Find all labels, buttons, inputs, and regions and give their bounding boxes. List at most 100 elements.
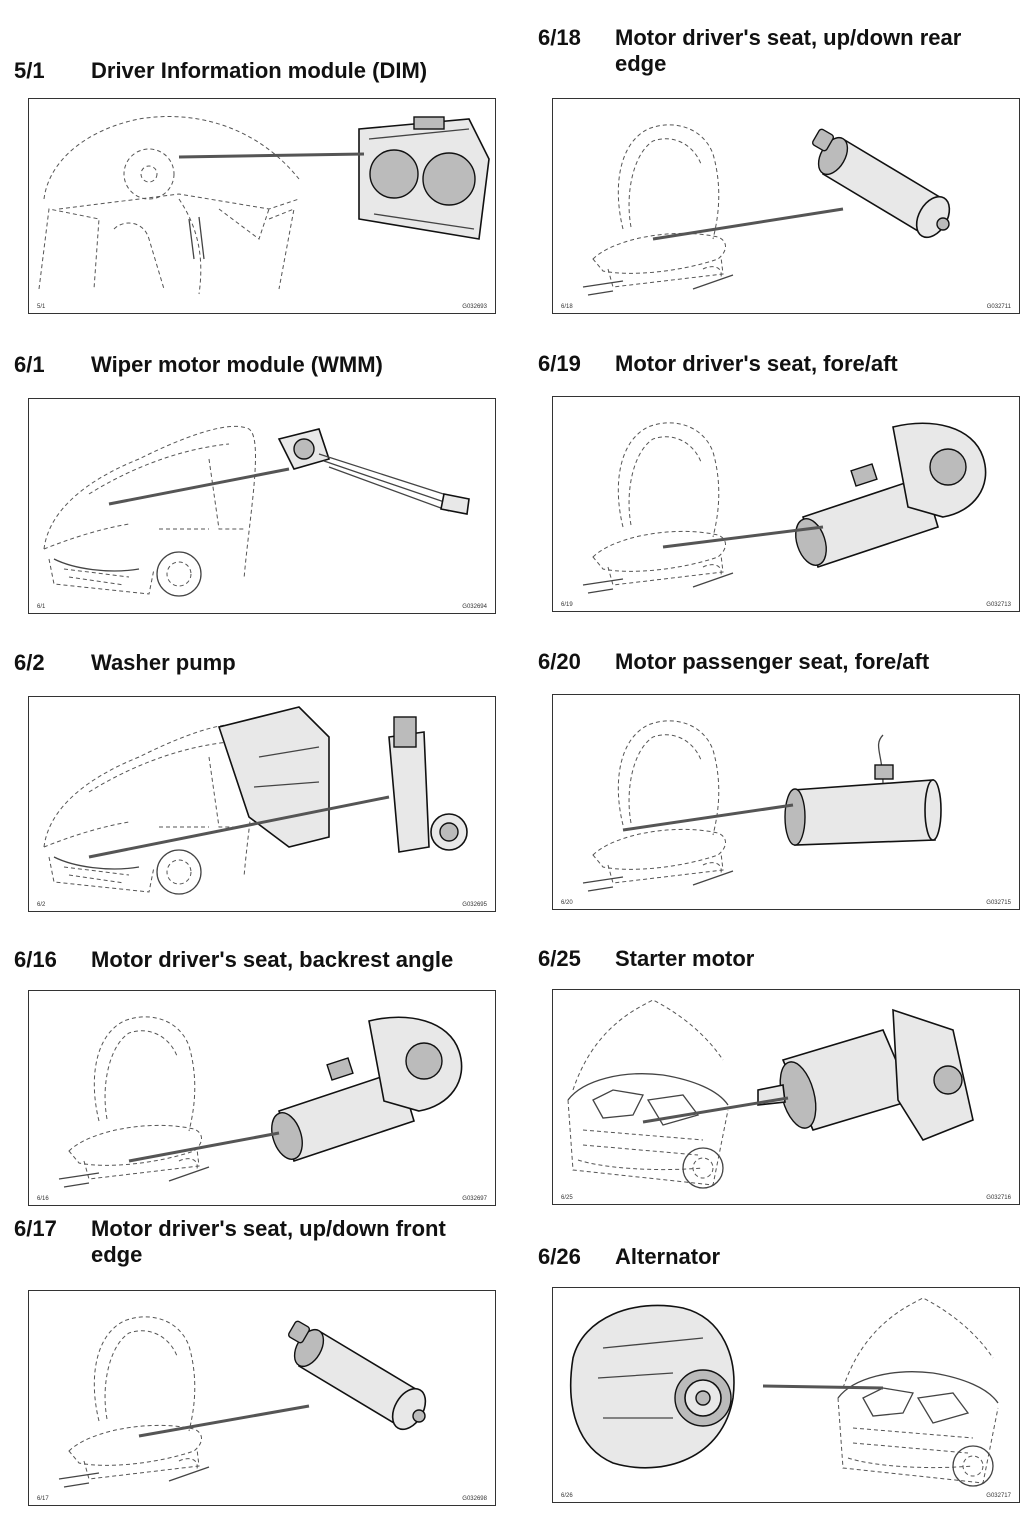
illustration-starter-motor: 6/25 G032716	[552, 989, 1020, 1205]
line-drawing	[567, 999, 974, 1189]
entry-number: 6/26	[538, 1244, 581, 1269]
illustration-backrest-motor: 6/16 G032697	[28, 990, 496, 1206]
figure-reference: 6/18	[561, 304, 573, 310]
entry-heading: 6/16 Motor driver's seat, backrest angle	[14, 947, 484, 1017]
figure-code: G032716	[986, 1195, 1011, 1201]
cylinder-part	[811, 128, 951, 239]
line-drawing	[58, 1016, 463, 1188]
line-drawing	[582, 124, 951, 296]
callout-line	[622, 803, 794, 832]
entry-6-18: 6/18 Motor driver's seat, up/down rear e…	[538, 25, 1020, 314]
cylinder-part	[287, 1320, 427, 1431]
illustration-passenger-motor: 6/20 G032715	[552, 694, 1020, 910]
figure-code: G032715	[986, 900, 1011, 906]
figure-reference: 5/1	[37, 304, 46, 310]
entry-heading: 6/25 Starter motor	[538, 946, 1008, 1016]
entry-6-19: 6/19 Motor driver's seat, fore/aft 6/19 …	[538, 351, 1020, 612]
engine-bay-outline	[567, 999, 729, 1189]
entry-6-20: 6/20 Motor passenger seat, fore/aft 6/20…	[538, 649, 1020, 910]
callout-line	[178, 152, 365, 159]
entry-heading: 6/19 Motor driver's seat, fore/aft	[538, 351, 1008, 421]
entry-heading: 6/26 Alternator	[538, 1244, 1008, 1314]
wiper-linkage-part	[277, 428, 470, 515]
entry-heading: 6/1 Wiper motor module (WMM)	[14, 352, 484, 422]
entry-heading: 6/17 Motor driver's seat, up/down front …	[14, 1216, 484, 1286]
figure-code: G032695	[462, 902, 487, 908]
callout-line	[652, 207, 844, 241]
figure-reference: 6/26	[561, 1493, 573, 1499]
entry-heading: 6/2 Washer pump	[14, 650, 484, 720]
entry-title: Motor passenger seat, fore/aft	[615, 649, 930, 674]
illustration-front-edge-motor: 6/17 G032698	[28, 1290, 496, 1506]
illustration-alternator: 6/26 G032717	[552, 1287, 1020, 1503]
figure-code: G032693	[462, 304, 487, 310]
interior-outline	[38, 116, 300, 295]
entry-6-25: 6/25 Starter motor 6/25 G032716	[538, 946, 1020, 1205]
line-drawing	[582, 422, 987, 594]
line-drawing	[58, 1316, 427, 1488]
entry-number: 6/1	[14, 352, 45, 377]
figure-code: G032698	[462, 1496, 487, 1502]
figure-code: G032711	[986, 304, 1011, 310]
entry-title: Washer pump	[91, 650, 236, 675]
entry-title: Alternator	[615, 1244, 721, 1269]
illustration-rear-edge-motor: 6/18 G032711	[552, 98, 1020, 314]
entry-title: Motor driver's seat, up/down front edge	[91, 1216, 446, 1267]
callout-line	[138, 1404, 310, 1438]
figure-reference: 6/1	[37, 604, 46, 610]
entry-number: 6/2	[14, 650, 45, 675]
illustration-fore-aft-motor: 6/19 G032713	[552, 396, 1020, 612]
illustration-wmm: 6/1 G032694	[28, 398, 496, 614]
entry-title: Wiper motor module (WMM)	[91, 352, 383, 377]
figure-reference: 6/2	[37, 902, 46, 908]
entry-title: Motor driver's seat, up/down rear edge	[615, 25, 962, 76]
line-drawing	[582, 720, 942, 892]
figure-reference: 6/20	[561, 900, 573, 906]
entry-number: 6/18	[538, 25, 581, 50]
figure-reference: 6/17	[37, 1496, 49, 1502]
seat-outline	[582, 422, 734, 594]
callout-line	[108, 467, 290, 506]
entry-6-17: 6/17 Motor driver's seat, up/down front …	[14, 1216, 496, 1506]
entry-number: 6/25	[538, 946, 581, 971]
line-drawing	[43, 706, 468, 895]
figure-code: G032717	[986, 1493, 1011, 1499]
callout-line	[662, 525, 824, 549]
entry-title: Starter motor	[615, 946, 755, 971]
gearmotor-part	[795, 422, 987, 569]
seat-outline	[58, 1316, 210, 1488]
cluster-part	[358, 116, 490, 240]
long-motor-part	[784, 734, 942, 846]
engine-bay-outline	[837, 1297, 999, 1487]
seat-outline	[582, 124, 734, 296]
seat-outline	[58, 1016, 210, 1188]
illustration-dim: 5/1 G032693	[28, 98, 496, 314]
car-outline	[43, 723, 256, 895]
entry-heading: 6/20 Motor passenger seat, fore/aft	[538, 649, 1008, 719]
entry-5-1: 5/1 Driver Information module (DIM)	[14, 58, 496, 314]
entry-6-16: 6/16 Motor driver's seat, backrest angle…	[14, 947, 496, 1206]
entry-6-2: 6/2 Washer pump 6/2	[14, 650, 496, 912]
gearmotor-part	[271, 1016, 463, 1163]
figure-code: G032713	[986, 602, 1011, 608]
entry-title: Motor driver's seat, fore/aft	[615, 351, 898, 376]
car-outline	[43, 425, 256, 597]
line-drawing	[38, 116, 490, 295]
callout-line	[88, 795, 390, 859]
callout-line	[762, 1384, 884, 1390]
entry-title: Driver Information module (DIM)	[91, 58, 428, 83]
entry-6-1: 6/1 Wiper motor module (WMM) 6/1	[14, 352, 496, 614]
figure-reference: 6/19	[561, 602, 573, 608]
entry-6-26: 6/26 Alternator 6/26 G032717	[538, 1244, 1020, 1503]
alternator-part	[569, 1304, 735, 1469]
entry-heading: 6/18 Motor driver's seat, up/down rear e…	[538, 25, 1008, 95]
figure-reference: 6/25	[561, 1195, 573, 1201]
washer-pump-part	[217, 706, 468, 853]
entry-number: 6/16	[14, 947, 57, 972]
figure-code: G032697	[462, 1196, 487, 1202]
entry-number: 6/20	[538, 649, 581, 674]
entry-heading: 5/1 Driver Information module (DIM)	[14, 58, 484, 128]
line-drawing	[43, 425, 470, 597]
entry-title: Motor driver's seat, backrest angle	[91, 947, 454, 972]
starter-part	[757, 1008, 974, 1141]
